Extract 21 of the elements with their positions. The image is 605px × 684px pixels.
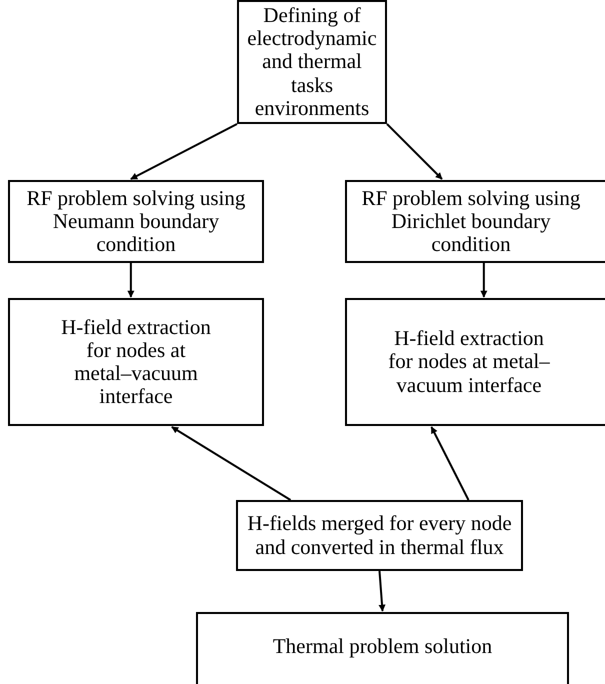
- process-box: [345, 298, 605, 426]
- arrow: [378, 570, 386, 612]
- arrow: [127, 263, 134, 298]
- arrow: [130, 123, 238, 180]
- box-text: H-fields merged for every node and converted in thermal flux: [246, 512, 513, 559]
- box-text: H-field extraction for nodes at metal–vacuum interface: [387, 327, 551, 397]
- arrow: [171, 426, 292, 501]
- process-box: [345, 180, 605, 263]
- box-text: RF problem solving using Dirichlet boundary condition: [360, 186, 582, 256]
- box-text: Thermal problem solution: [272, 635, 492, 659]
- box-text: Defining of electrodynamic and thermal tasks environments: [246, 4, 378, 120]
- arrow: [430, 426, 470, 500]
- process-box: [236, 500, 523, 571]
- box-text: H-field extraction for nodes at metal–vacuum interface: [60, 316, 212, 408]
- process-box: [8, 180, 264, 263]
- arrow: [386, 123, 443, 180]
- process-box: [237, 0, 387, 124]
- process-box: [8, 298, 264, 426]
- process-box: [196, 612, 569, 684]
- box-text: RF problem solving using Neumann boundary condition: [26, 186, 246, 256]
- arrow: [480, 263, 488, 298]
